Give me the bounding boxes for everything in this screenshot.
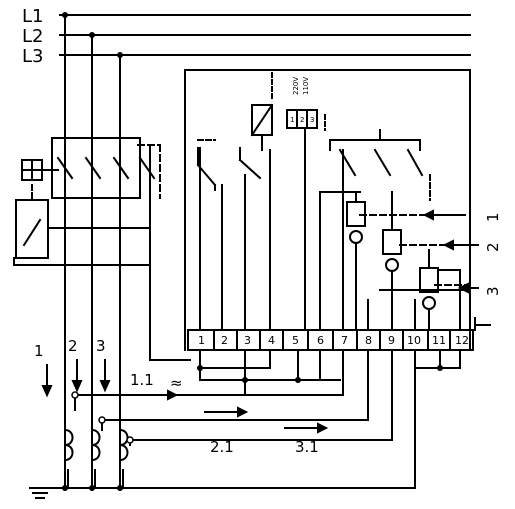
terminal-strip	[187, 329, 474, 351]
terminal-label: 12	[455, 334, 469, 347]
ct-label-1: 1	[34, 342, 44, 360]
terminal-label: 11	[432, 334, 446, 347]
terminal-label: 8	[365, 334, 372, 347]
flow-label-3-1: 3.1	[295, 438, 319, 456]
voltage-selector	[286, 109, 318, 129]
current-transformer-2	[90, 428, 101, 462]
main-breaker-box	[51, 137, 141, 199]
terminal-label: 7	[341, 334, 348, 347]
terminal-label: 10	[407, 334, 421, 347]
terminal-labels: 1 2 3 4 5 6 7 8 9 10 11 12	[198, 334, 469, 347]
phase-label-l2: L2	[22, 26, 43, 47]
auxiliary-box	[15, 199, 49, 259]
current-transformer-3	[118, 428, 129, 462]
flow-label-2-1: 2.1	[210, 438, 234, 456]
terminal-label: 6	[317, 334, 324, 347]
voltage-label-110: 110V	[302, 77, 310, 95]
phase-label-l3: L3	[22, 46, 43, 67]
terminal-dividers	[213, 329, 451, 351]
ct-label-2: 2	[68, 337, 78, 355]
approx-symbol: ≈	[170, 374, 183, 392]
sensor-unit-2	[382, 229, 402, 255]
coil-terminal-3: 3	[310, 116, 314, 124]
terminal-label: 2	[221, 334, 228, 347]
junction-dots	[62, 12, 443, 491]
terminal-label: 9	[388, 334, 395, 347]
terminal-label: 3	[244, 334, 251, 347]
input-label-3: 3	[484, 286, 502, 296]
coil-terminal-2: 2	[300, 116, 304, 124]
current-transformer-1	[63, 428, 74, 462]
ct-label-3: 3	[96, 337, 106, 355]
input-label-2: 2	[484, 242, 502, 252]
phase-label-l1: L1	[22, 6, 43, 27]
voltage-label-220: 220V	[292, 77, 300, 95]
input-label-1: 1	[484, 212, 502, 222]
sensor-unit-3	[419, 267, 439, 293]
terminal-label: 5	[292, 334, 299, 347]
terminal-label: 1	[198, 334, 205, 347]
flow-label-1-1: 1.1	[130, 371, 154, 389]
terminal-label: 4	[268, 334, 275, 347]
coil-terminal-1: 1	[290, 116, 294, 124]
